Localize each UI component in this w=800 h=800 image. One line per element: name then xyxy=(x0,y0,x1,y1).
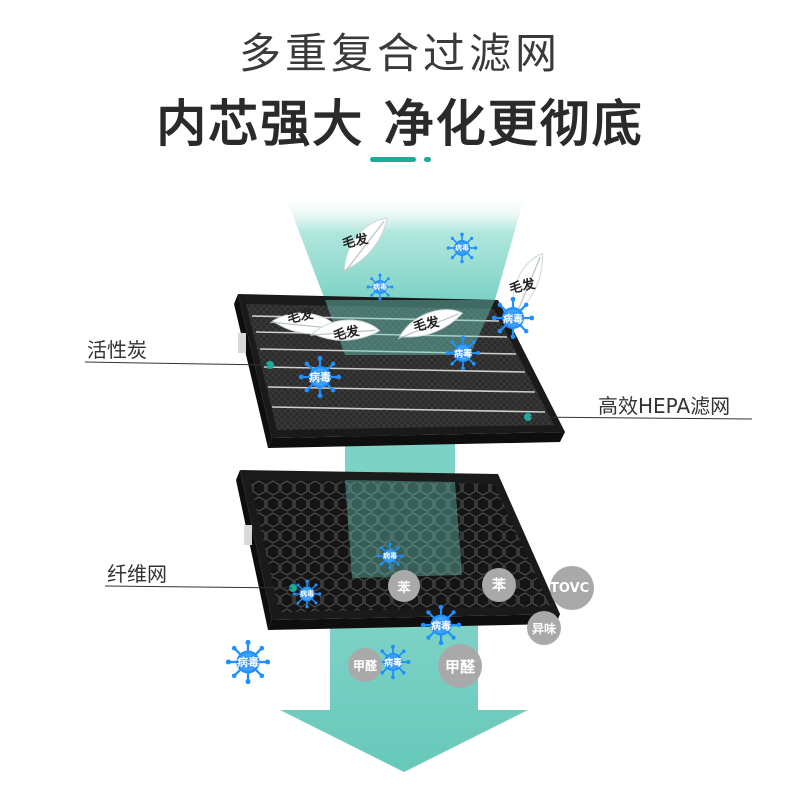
virus-label: 病毒 xyxy=(455,244,469,252)
page-subtitle: 内芯强大 净化更彻底 xyxy=(156,95,644,153)
virus-label: 病毒 xyxy=(309,371,331,384)
virus-label: 病毒 xyxy=(431,621,451,633)
title-accent-dot xyxy=(424,157,431,162)
callout-line-hepa xyxy=(529,416,753,420)
virus-label: 病毒 xyxy=(237,656,259,669)
pollutant-voc: TOVC xyxy=(550,566,594,610)
pollutant-benzene: 苯 xyxy=(388,570,420,602)
page-title: 多重复合过滤网 xyxy=(238,29,561,78)
callout-fiber: 纤维网 xyxy=(107,562,167,586)
title-accent-bar xyxy=(370,157,416,162)
callout-hepa: 高效HEPA滤网 xyxy=(598,394,731,418)
pollutant-benzene: 苯 xyxy=(482,568,516,602)
pollutant-formaldehyde: 甲醛 xyxy=(348,648,382,682)
pollutant-formaldehyde: 甲醛 xyxy=(438,644,482,688)
callout-line-fiber xyxy=(104,585,293,589)
callout-line-carbon xyxy=(84,361,269,366)
virus-label: 病毒 xyxy=(373,283,387,291)
virus-label: 病毒 xyxy=(383,552,397,560)
pollutant-odor: 异味 xyxy=(527,611,561,645)
callout-carbon: 活性炭 xyxy=(87,338,147,362)
fiber-filter-panel xyxy=(236,470,560,630)
virus-label: 病毒 xyxy=(300,590,314,598)
airflow-arrow-icon xyxy=(280,620,528,772)
virus-label: 病毒 xyxy=(383,658,403,669)
virus-label: 病毒 xyxy=(503,314,523,326)
airflow-beam-top xyxy=(285,195,525,300)
virus-label: 病毒 xyxy=(453,349,473,360)
